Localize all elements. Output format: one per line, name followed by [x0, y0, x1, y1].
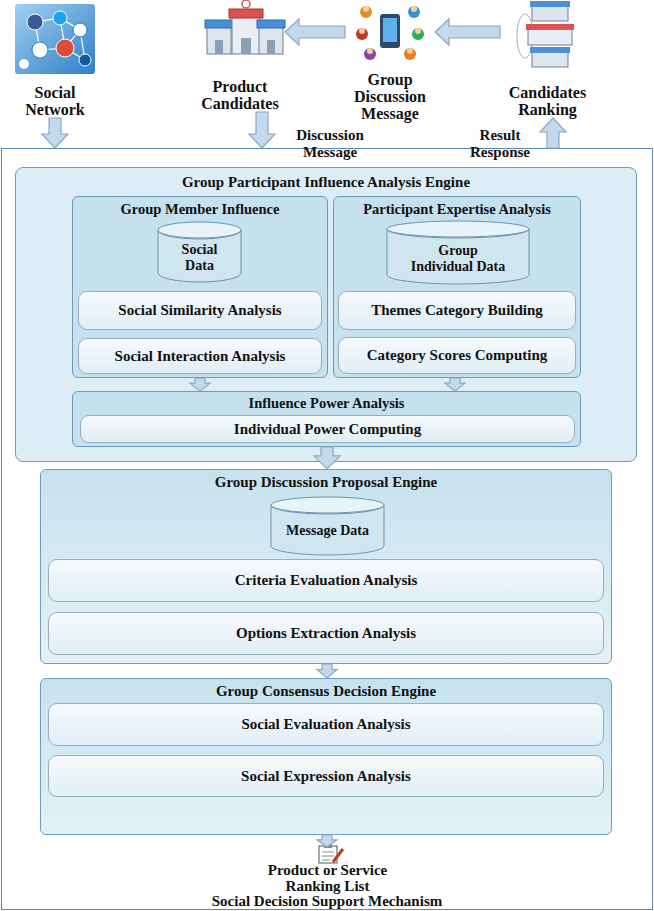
- node-text: Group Member Influence: [121, 201, 280, 218]
- icon-node: Product Candidates: [195, 0, 285, 112]
- block-arrow: [285, 19, 345, 45]
- person-icon: [408, 6, 420, 18]
- database-cylinder: Message Data: [270, 496, 385, 556]
- node-text: Themes Category Building: [371, 302, 543, 319]
- process-box: Themes Category Building: [338, 291, 576, 330]
- process-box: Category Scores Computing: [338, 337, 576, 374]
- cylinder-top: [387, 221, 529, 237]
- engine-box: Group Consensus Decision EngineSocial Ev…: [40, 678, 612, 835]
- module-box: Participant Expertise AnalysisGroup Indi…: [333, 196, 581, 378]
- node-text: Individual Power Computing: [234, 421, 421, 438]
- node-text: Social Data: [170, 242, 230, 274]
- process-box: Social Evaluation Analysis: [48, 703, 604, 746]
- node-text: Group Discussion Message: [345, 71, 435, 122]
- shop-awning: [257, 20, 285, 28]
- node-text: Influence Power Analysis: [248, 395, 404, 412]
- engine-box: Group Participant Influence Analysis Eng…: [15, 167, 637, 462]
- icon-node: Group Discussion Message: [345, 0, 435, 122]
- shop-awning: [229, 9, 263, 18]
- person-head: [359, 28, 365, 34]
- person-head: [363, 6, 369, 12]
- output-node: Product or Service Ranking List: [230, 847, 425, 894]
- shop-icon: [532, 50, 568, 67]
- node-text: Social Interaction Analysis: [115, 348, 286, 365]
- shop-door: [267, 40, 275, 54]
- shop-door: [241, 38, 251, 54]
- node-text: Social Similarity Analysis: [118, 302, 281, 319]
- network-dot: [27, 14, 43, 30]
- process-box: Criteria Evaluation Analysis: [48, 559, 604, 602]
- network-dot: [19, 59, 29, 69]
- node-text: Social Evaluation Analysis: [241, 716, 410, 733]
- shop-awning: [530, 1, 570, 7]
- node-text: Criteria Evaluation Analysis: [235, 572, 418, 589]
- person-icon: [364, 48, 376, 60]
- node-text: Options Extraction Analysis: [236, 625, 416, 642]
- node-text: Message Data: [286, 523, 369, 539]
- shop-awning: [526, 24, 574, 30]
- process-box: Social Similarity Analysis: [78, 291, 322, 330]
- node-text: Candidates Ranking: [500, 84, 595, 118]
- person-head: [407, 48, 413, 54]
- block-arrow: [540, 118, 566, 148]
- person-icon: [356, 28, 368, 40]
- shop-icon: [232, 16, 260, 54]
- node-text: Participant Expertise Analysis: [363, 201, 551, 218]
- network-links: [35, 18, 85, 60]
- node-text: Category Scores Computing: [367, 347, 548, 364]
- icon-node: Candidates Ranking: [500, 0, 595, 118]
- node-text: Group Consensus Decision Engine: [216, 683, 436, 700]
- node-text: Group Discussion Proposal Engine: [215, 474, 437, 491]
- engine-box: Group Discussion Proposal EngineMessage …: [40, 469, 612, 664]
- database-cylinder: Group Individual Data: [386, 220, 530, 285]
- edge-label: Result Response: [455, 127, 545, 161]
- ranking-arc: [517, 14, 533, 58]
- process-box: Individual Power Computing: [80, 415, 575, 443]
- edge-label: Discussion Message: [285, 127, 375, 161]
- question-bubble: [242, 0, 250, 8]
- person-head: [415, 28, 421, 34]
- node-text: Social Decision Support Mechanism: [212, 893, 442, 909]
- system-frame: Social Decision Support Mechanism Group P…: [1, 148, 653, 910]
- network-dot: [79, 54, 91, 66]
- shop-icon: [207, 26, 231, 54]
- node-text: Social Network: [5, 84, 105, 118]
- shop-icon: [532, 4, 568, 21]
- module-box: Influence Power AnalysisIndividual Power…: [72, 391, 581, 447]
- block-arrow: [435, 19, 500, 45]
- shop-icon: [259, 26, 283, 54]
- cylinder-top: [158, 222, 241, 238]
- network-dot: [56, 39, 74, 57]
- network-dot: [32, 42, 48, 58]
- node-text: Group Individual Data: [406, 243, 511, 275]
- person-icon: [360, 6, 372, 18]
- node-text: Social Expression Analysis: [241, 768, 411, 785]
- person-head: [367, 48, 373, 54]
- phone-icon: [380, 14, 400, 48]
- shop-icon: [528, 27, 572, 45]
- social-network-icon: [15, 4, 95, 74]
- icon-node: Social Network: [5, 3, 105, 118]
- network-dot: [73, 23, 87, 37]
- process-box: Social Expression Analysis: [48, 755, 604, 797]
- phone-screen: [383, 18, 397, 42]
- process-box: Social Interaction Analysis: [78, 338, 322, 374]
- block-arrow: [42, 118, 68, 148]
- node-text: Product or Service Ranking List: [253, 862, 403, 894]
- module-box: Group Member InfluenceSocial DataSocial …: [72, 196, 328, 378]
- block-arrow: [249, 112, 275, 148]
- person-head: [411, 6, 417, 12]
- shop-door: [215, 40, 223, 54]
- cylinder-top: [271, 497, 384, 513]
- node-text: Product Candidates: [195, 78, 285, 112]
- node-text: Group Participant Influence Analysis Eng…: [182, 174, 470, 191]
- person-icon: [412, 28, 424, 40]
- person-icon: [404, 48, 416, 60]
- database-cylinder: Social Data: [157, 221, 242, 283]
- network-dot: [53, 11, 67, 25]
- shop-awning: [205, 20, 233, 28]
- process-box: Options Extraction Analysis: [48, 612, 604, 655]
- shop-awning: [530, 47, 570, 53]
